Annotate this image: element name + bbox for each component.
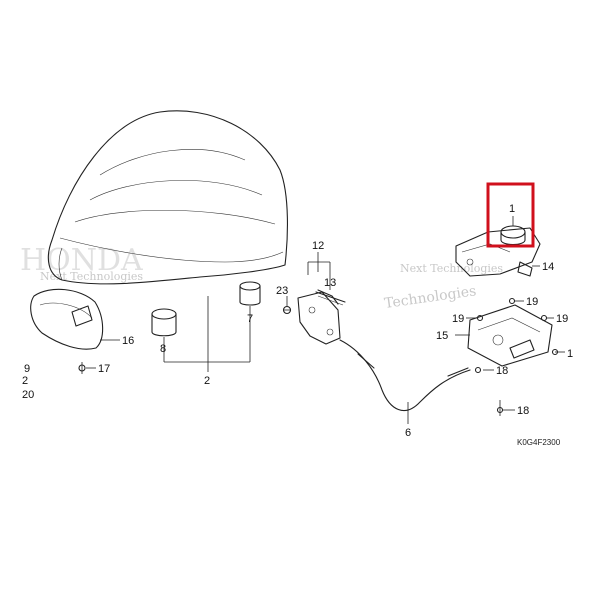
callout-19-c: 19 <box>452 313 464 325</box>
callout-16: 16 <box>122 335 134 347</box>
watermarks: HONDA Next Technologies Next Technologie… <box>20 243 503 312</box>
part-7 <box>239 281 261 306</box>
watermark-right: Next Technologies <box>400 262 503 275</box>
callout-9: 9 <box>24 363 30 375</box>
watermark-left: Next Technologies <box>40 270 143 283</box>
callout-15: 15 <box>436 330 448 342</box>
part-17 <box>78 362 86 374</box>
callout-18-a: 18 <box>496 365 508 377</box>
callout-2: 2 <box>204 375 210 387</box>
highlight-box <box>486 182 535 248</box>
callout-21: 2 <box>22 375 28 387</box>
callout-13: 13 <box>324 277 336 289</box>
callout-19-b: 19 <box>556 313 568 325</box>
part-13 <box>315 291 346 306</box>
callout-20: 20 <box>22 389 34 401</box>
diagram-code: K0G4F2300 <box>517 438 561 447</box>
bolts <box>474 297 559 416</box>
part-15 <box>467 304 553 367</box>
callout-17: 17 <box>98 363 110 375</box>
callout-14: 14 <box>542 261 554 273</box>
callout-18-b: 18 <box>517 405 529 417</box>
callouts: 1 1 2 6 7 8 9 12 13 14 15 16 17 18 18 19… <box>22 203 573 439</box>
watermark-honda: HONDA <box>20 243 143 278</box>
callout-12: 12 <box>312 240 324 252</box>
part-23 <box>282 305 292 315</box>
callout-23: 23 <box>276 285 288 297</box>
leader-lines <box>86 216 565 424</box>
part-16 <box>30 288 104 350</box>
callout-19-a: 19 <box>526 296 538 308</box>
part-8 <box>151 308 177 337</box>
watermark-diagonal: Technologies <box>383 283 477 312</box>
callout-8: 8 <box>160 343 166 355</box>
callout-7: 7 <box>247 313 253 325</box>
callout-1-top: 1 <box>509 203 515 215</box>
seat <box>47 110 288 285</box>
cable-6 <box>339 339 471 412</box>
callout-1-side: 1 <box>567 348 573 360</box>
callout-6: 6 <box>405 427 411 439</box>
